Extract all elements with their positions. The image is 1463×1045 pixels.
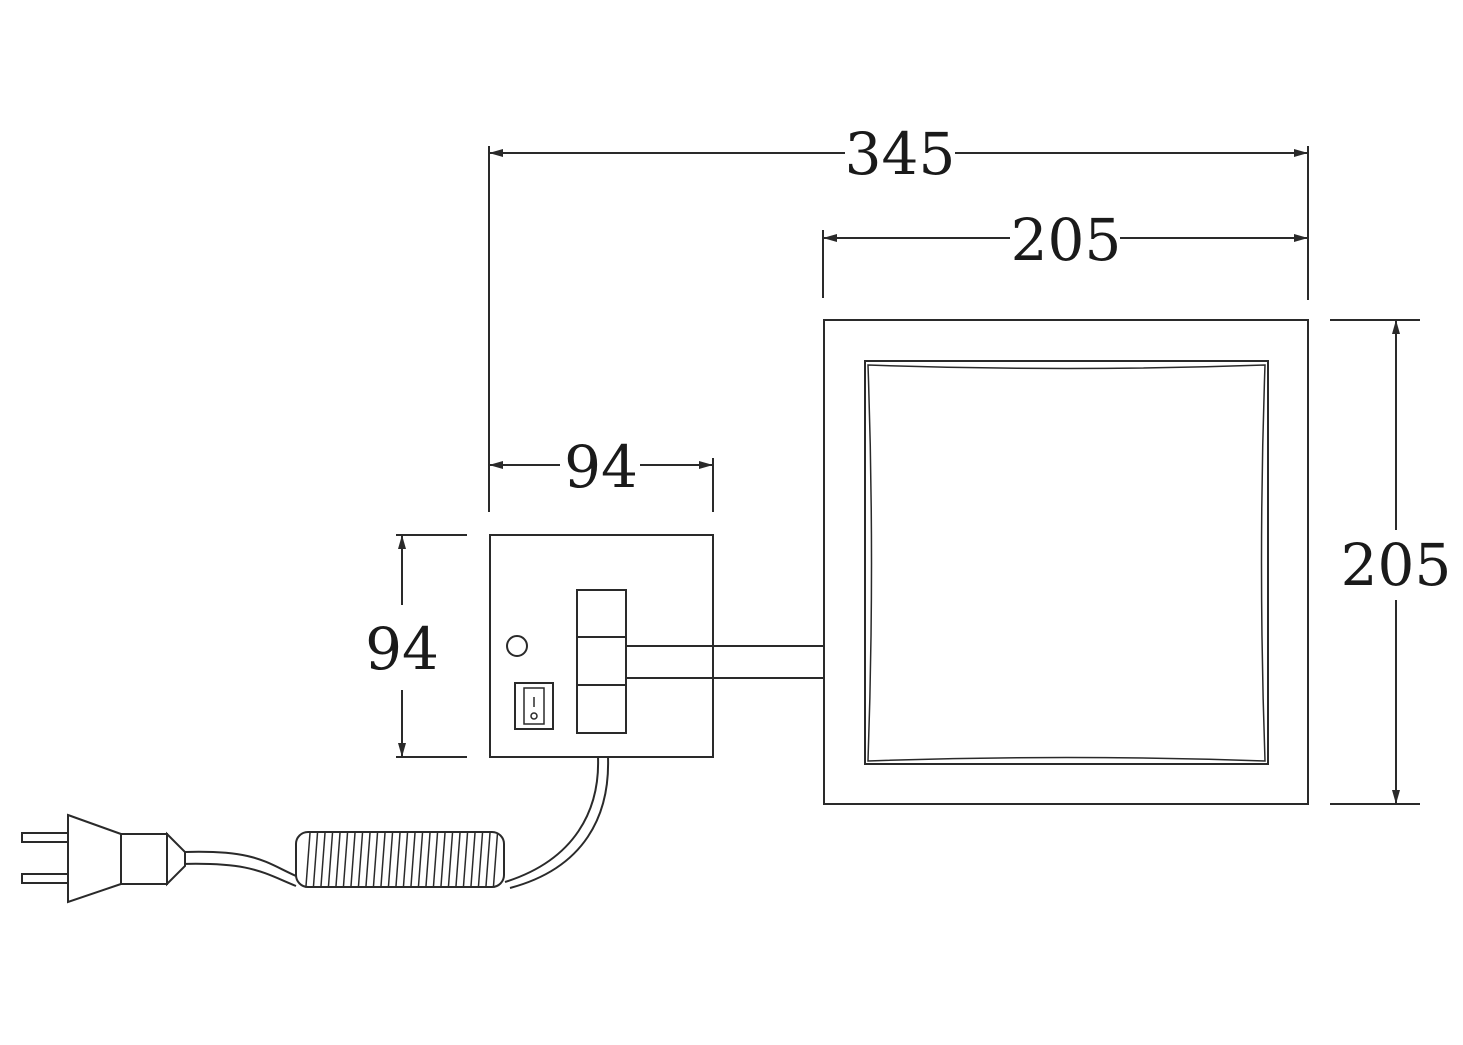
dimension-label-mirror-width: 205 bbox=[1011, 206, 1122, 274]
coil-turn bbox=[402, 832, 409, 887]
dimension-base-height: 94 bbox=[365, 534, 467, 758]
coil-turn bbox=[477, 832, 484, 887]
mirror-frame bbox=[823, 319, 1309, 805]
coil-turn bbox=[327, 832, 334, 887]
coil-turn bbox=[387, 832, 394, 887]
plug-icon bbox=[21, 813, 186, 904]
coil-turn bbox=[312, 832, 319, 887]
rocker-switch-icon bbox=[514, 682, 554, 730]
plug-pin-bottom bbox=[21, 873, 69, 884]
coil-turn bbox=[365, 832, 371, 887]
coil-turn bbox=[350, 832, 356, 887]
dimension-label-base-width: 94 bbox=[564, 433, 638, 501]
coil-turn bbox=[462, 832, 469, 887]
mirror-glass bbox=[864, 360, 1269, 765]
coil-turn bbox=[372, 832, 379, 887]
coil-turn bbox=[357, 832, 364, 887]
coil-turn bbox=[485, 832, 491, 887]
hinge-block bbox=[576, 589, 627, 734]
coil-turn bbox=[425, 832, 431, 887]
coil-turn bbox=[335, 832, 341, 887]
coil-turn bbox=[470, 832, 476, 887]
dimension-label-base-height: 94 bbox=[365, 615, 439, 683]
mirror bbox=[823, 319, 1309, 805]
dimension-base-width: 94 bbox=[489, 433, 714, 512]
plug-pin-top bbox=[21, 832, 69, 843]
coil-turn bbox=[432, 832, 439, 887]
mirror-glass-inner-edge bbox=[867, 364, 1266, 762]
power-cord bbox=[179, 756, 610, 889]
mirror-arm bbox=[626, 645, 823, 679]
coil-turn bbox=[320, 832, 326, 887]
coil-turn bbox=[492, 832, 499, 887]
indicator-light-icon bbox=[506, 635, 528, 657]
coil-turn bbox=[305, 832, 311, 887]
coil-turn bbox=[447, 832, 454, 887]
dimension-label-overall-width: 345 bbox=[845, 120, 956, 188]
coil-turn bbox=[342, 832, 349, 887]
coil-turn bbox=[410, 832, 416, 887]
coil-turn bbox=[395, 832, 401, 887]
coil-turn bbox=[380, 832, 386, 887]
dimension-mirror-width: 205 bbox=[822, 206, 1308, 298]
dimension-overall-width: 345 bbox=[488, 120, 1309, 512]
dimension-mirror-height: 205 bbox=[1330, 319, 1452, 805]
coil-turn bbox=[417, 832, 424, 887]
coil-turn bbox=[455, 832, 461, 887]
dimension-label-mirror-height: 205 bbox=[1341, 531, 1452, 599]
coiled-cord bbox=[295, 831, 505, 888]
coil-turn bbox=[440, 832, 446, 887]
